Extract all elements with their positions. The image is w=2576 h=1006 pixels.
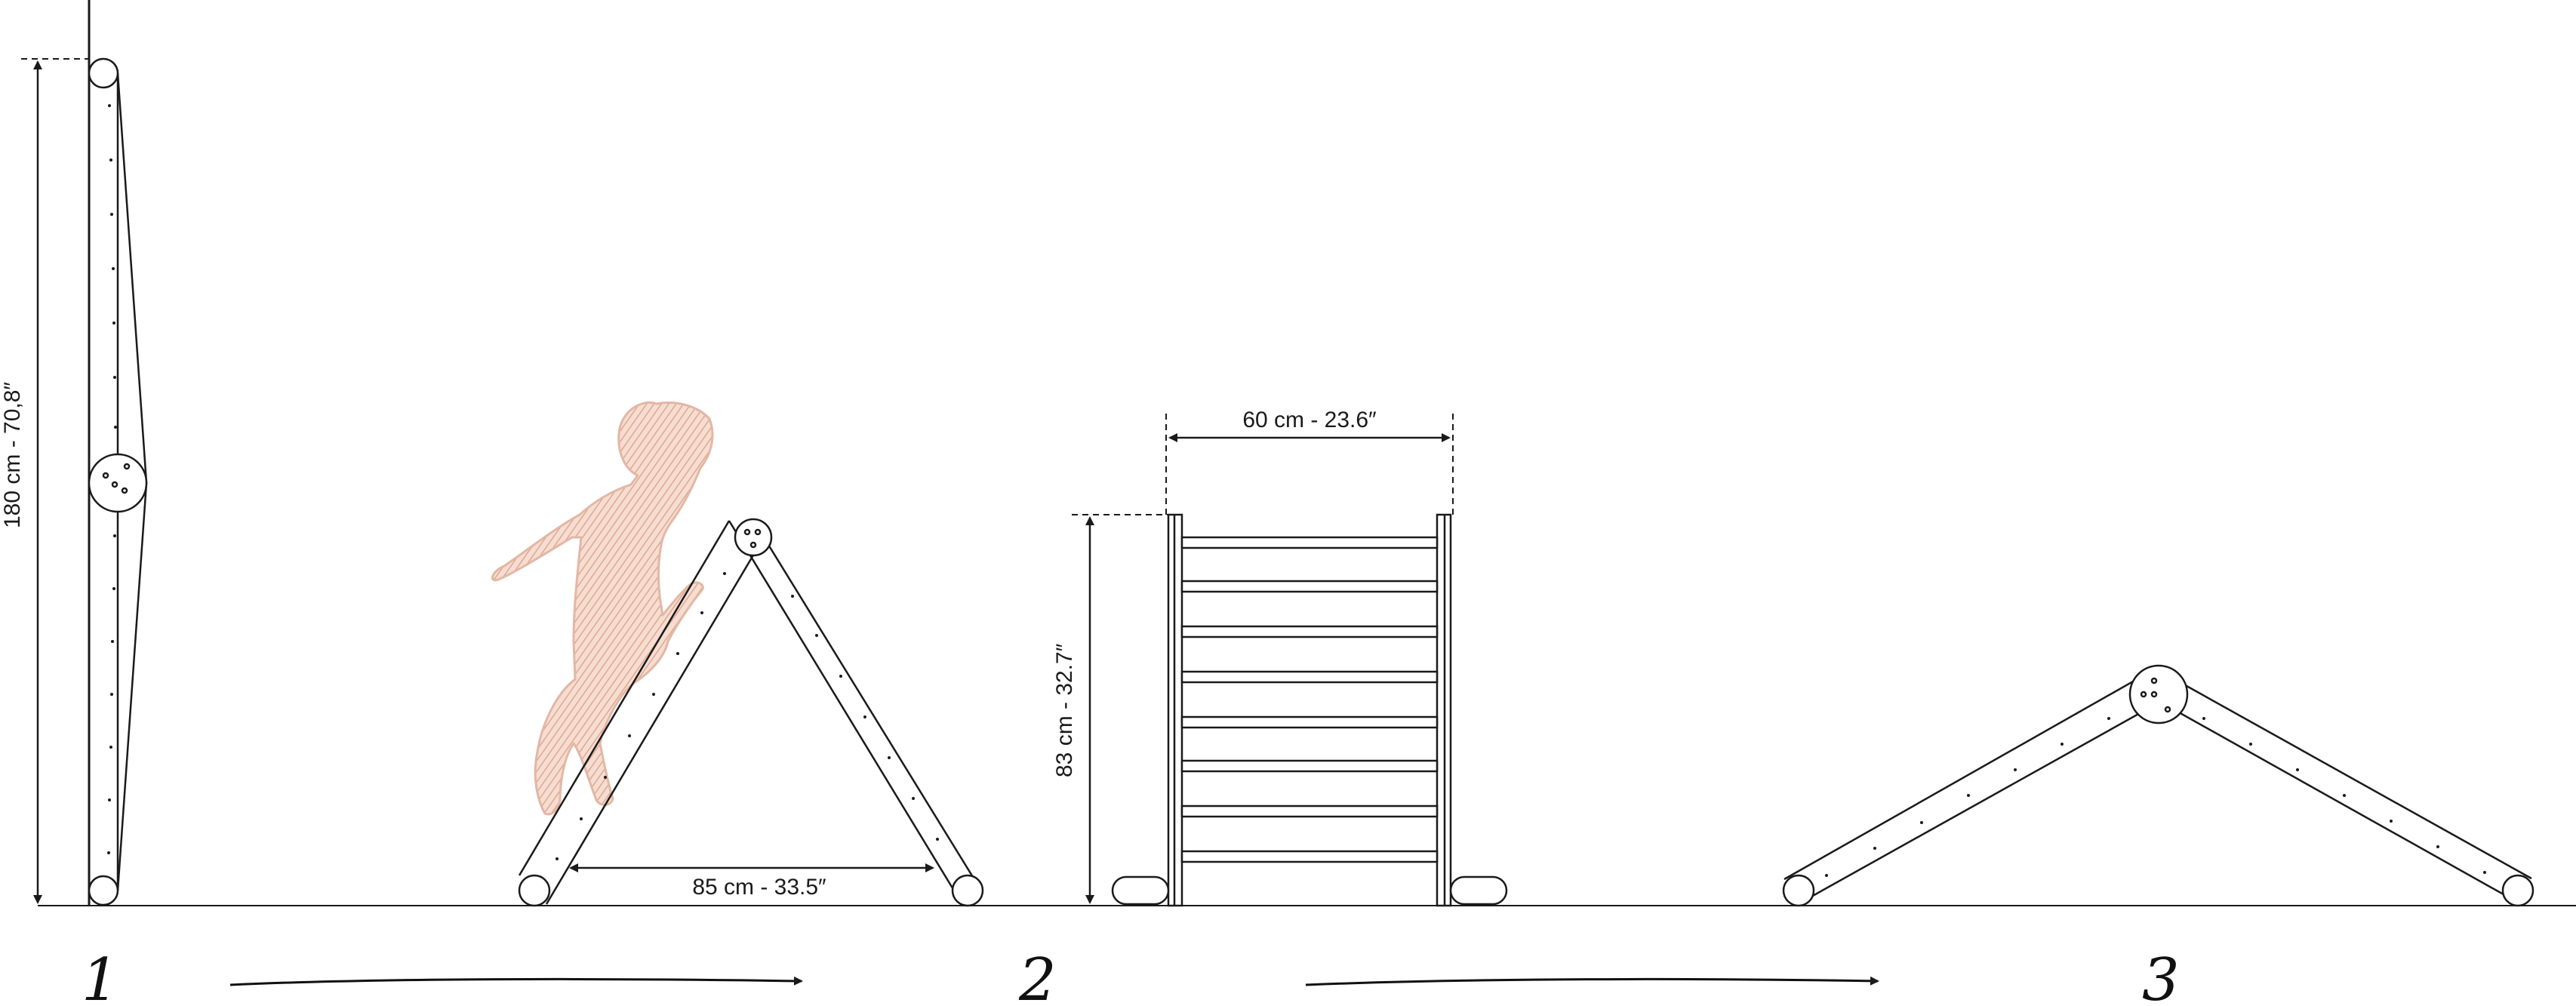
step-arrow-2 <box>1305 976 1879 986</box>
triangle-width-dimension-label: 85 cm - 33.5″ <box>692 875 826 900</box>
child-silhouette <box>491 401 714 816</box>
step-label-1: 1 <box>82 946 119 1006</box>
ladder-front-view <box>1111 513 1508 907</box>
folded-triangle <box>88 57 148 906</box>
folded-triangle-dots <box>107 104 117 854</box>
ladder-height-dimension-label: 83 cm - 32.7″ <box>1052 643 1077 777</box>
step-label-2: 2 <box>1018 946 1057 1006</box>
ladder-width-dimension-label: 60 cm - 23.6″ <box>1242 408 1377 432</box>
step-label-3: 3 <box>2142 946 2180 1006</box>
flattened-triangle <box>1782 664 2534 907</box>
height-dimension-label: 180 cm - 70,8″ <box>0 382 25 528</box>
step-arrow-1 <box>229 976 803 986</box>
flattened-triangle-dots <box>1825 717 2486 877</box>
triangle-a-frame-dots <box>556 572 939 860</box>
triangle-a-frame <box>518 518 984 907</box>
